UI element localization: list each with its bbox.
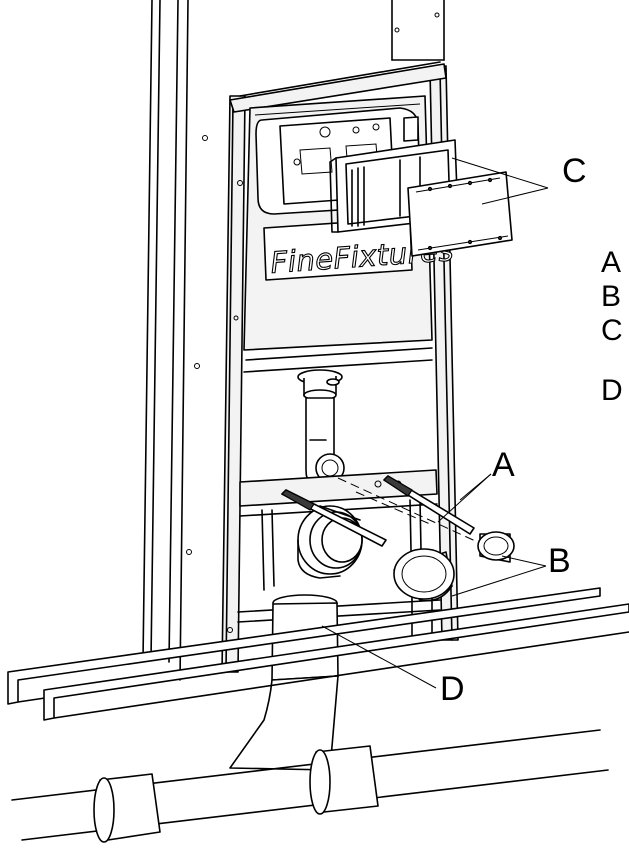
flush-plate — [407, 171, 513, 257]
callout-B: B — [548, 542, 571, 580]
legend-B: B — [601, 280, 621, 313]
drain-pipe — [11, 729, 609, 843]
floor-rails — [7, 587, 629, 721]
fixing-bolts — [281, 475, 475, 547]
brand-panel: FineFixtures — [263, 217, 456, 281]
callout-leaders — [321, 157, 549, 689]
callout-D: D — [440, 670, 465, 708]
legend-A: A — [601, 246, 621, 279]
callout-C: C — [562, 152, 587, 190]
callout-A: A — [492, 446, 515, 484]
frame-top-crossbar — [229, 61, 447, 113]
connector-sleeve-small — [477, 531, 515, 563]
frame-left-upright — [221, 95, 246, 673]
legend-D: D — [601, 374, 623, 407]
legend-C: C — [601, 314, 623, 347]
left-wall-stud — [142, 0, 208, 681]
flush-pipe — [297, 369, 345, 491]
right-wall-stud — [391, 0, 445, 61]
